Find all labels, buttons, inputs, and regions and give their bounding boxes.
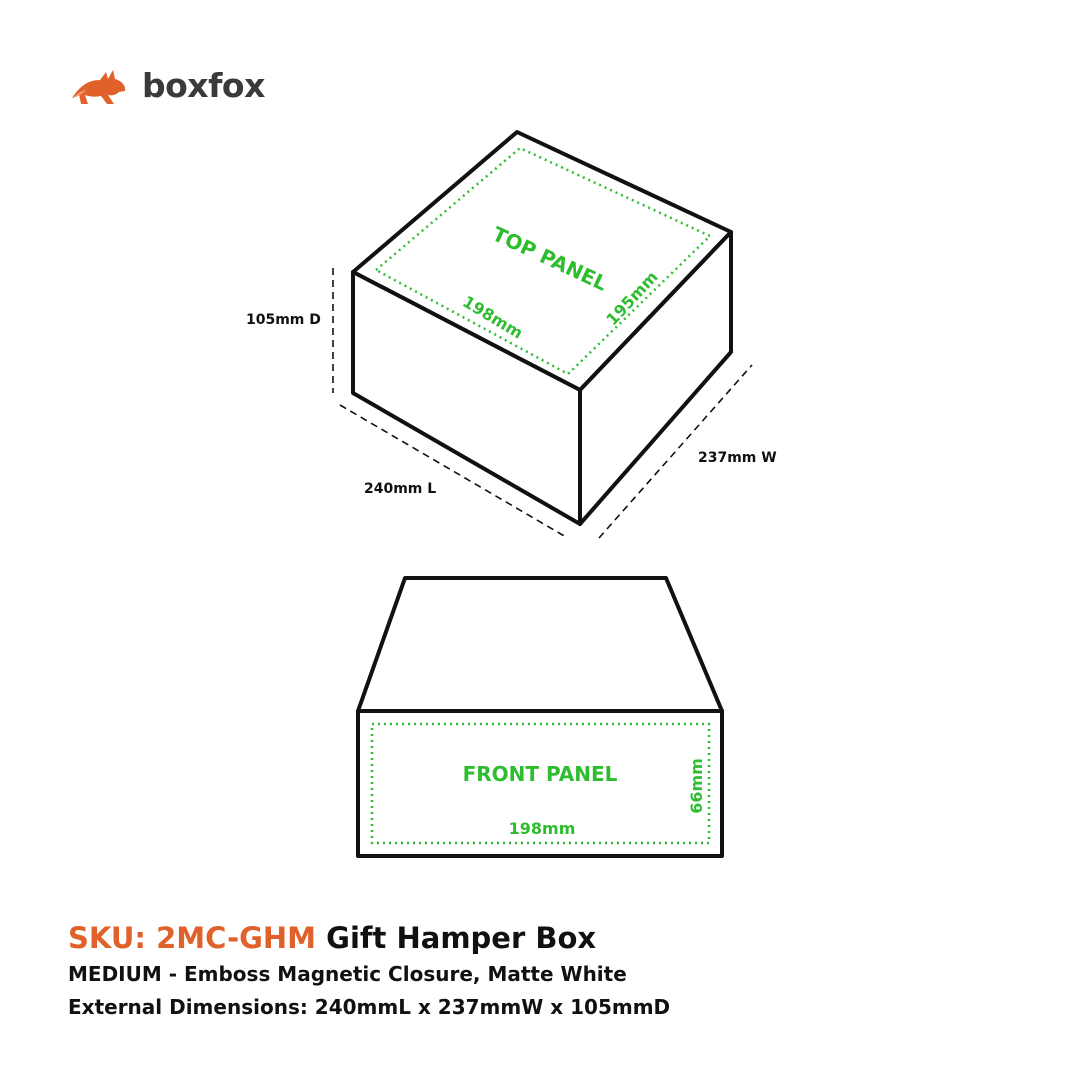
product-dimensions: External Dimensions: 240mmL x 237mmW x 1… [68, 995, 671, 1019]
product-name: Gift Hamper Box [326, 921, 597, 955]
isometric-box [351, 130, 733, 526]
brand-name: boxfox [142, 65, 265, 105]
width-label: 237mm W [698, 450, 777, 466]
depth-label: 105mm D [246, 312, 321, 328]
length-dimension-line [339, 404, 567, 538]
fox-icon [72, 70, 126, 104]
front-panel-label: FRONT PANEL [463, 762, 618, 786]
brand-logo: boxfox [70, 60, 265, 110]
box-diagram: 105mm D 240mm L 237mm W TOP PANEL 198mm … [246, 130, 777, 858]
product-caption: SKU: 2MC-GHM Gift Hamper Box MEDIUM - Em… [68, 918, 1028, 1024]
width-dimension-line [598, 364, 753, 539]
front-lid [356, 576, 724, 713]
front-panel-width: 198mm [509, 819, 576, 838]
product-description: MEDIUM - Emboss Magnetic Closure, Matte … [68, 962, 627, 986]
product-sku: SKU: 2MC-GHM [68, 921, 317, 955]
front-base [356, 709, 724, 858]
length-label: 240mm L [364, 481, 436, 497]
product-title: SKU: 2MC-GHM Gift Hamper Box [68, 918, 1028, 958]
front-panel-height: 66mm [687, 758, 706, 814]
front-view [356, 576, 724, 858]
dimension-lines [332, 268, 753, 539]
box-right-face [578, 230, 733, 526]
front-panel-outline [370, 722, 711, 845]
